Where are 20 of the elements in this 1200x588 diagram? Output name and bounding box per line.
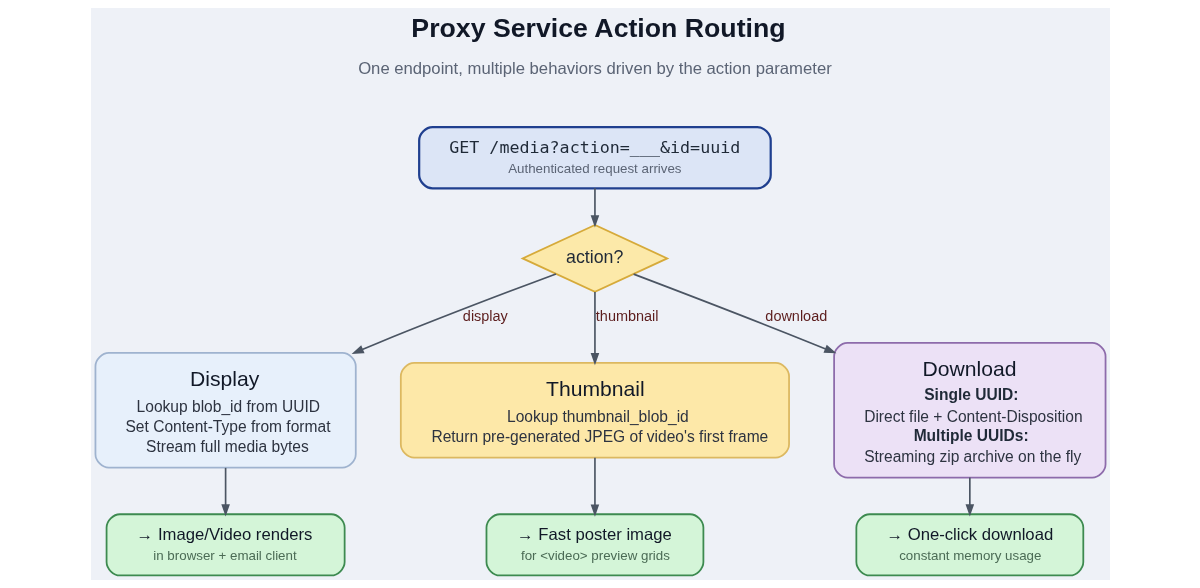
node-diamond: action? xyxy=(520,224,669,293)
label: One endpoint, multiple behaviors driven by the action parameter xyxy=(357,59,832,79)
arrow xyxy=(632,273,836,354)
arrow xyxy=(965,476,974,517)
node-box: → Fast poster image for <video> preview grids xyxy=(485,513,704,577)
node-box: → Image/Video renders in browser + email client xyxy=(105,513,346,577)
arrow xyxy=(220,467,230,517)
node-box: Download Single UUID: Direct file + Content-Disposition Multiple UUIDs: Streaming zip archive on the fly xyxy=(832,342,1106,479)
edge-label: thumbnail xyxy=(595,308,659,325)
node-box: GET /media?action=___&id=uuid Authenticated request arrives xyxy=(417,126,772,190)
node-box: → One-click download constant memory usage xyxy=(854,513,1084,577)
edge-label: display xyxy=(462,308,508,325)
arrow xyxy=(590,291,599,366)
edge-label: download xyxy=(764,308,827,325)
node-box: Display Lookup blob_id from UUID Set Content-Type from format Stream full media bytes xyxy=(94,352,357,469)
node-box: Thumbnail Lookup thumbnail_blob_id Return pre-generated JPEG of video's first frame xyxy=(399,362,790,459)
arrow xyxy=(590,456,599,517)
diagram-title: Proxy Service Action Routing xyxy=(410,13,786,44)
arrow xyxy=(590,187,599,228)
arrow xyxy=(351,273,557,354)
